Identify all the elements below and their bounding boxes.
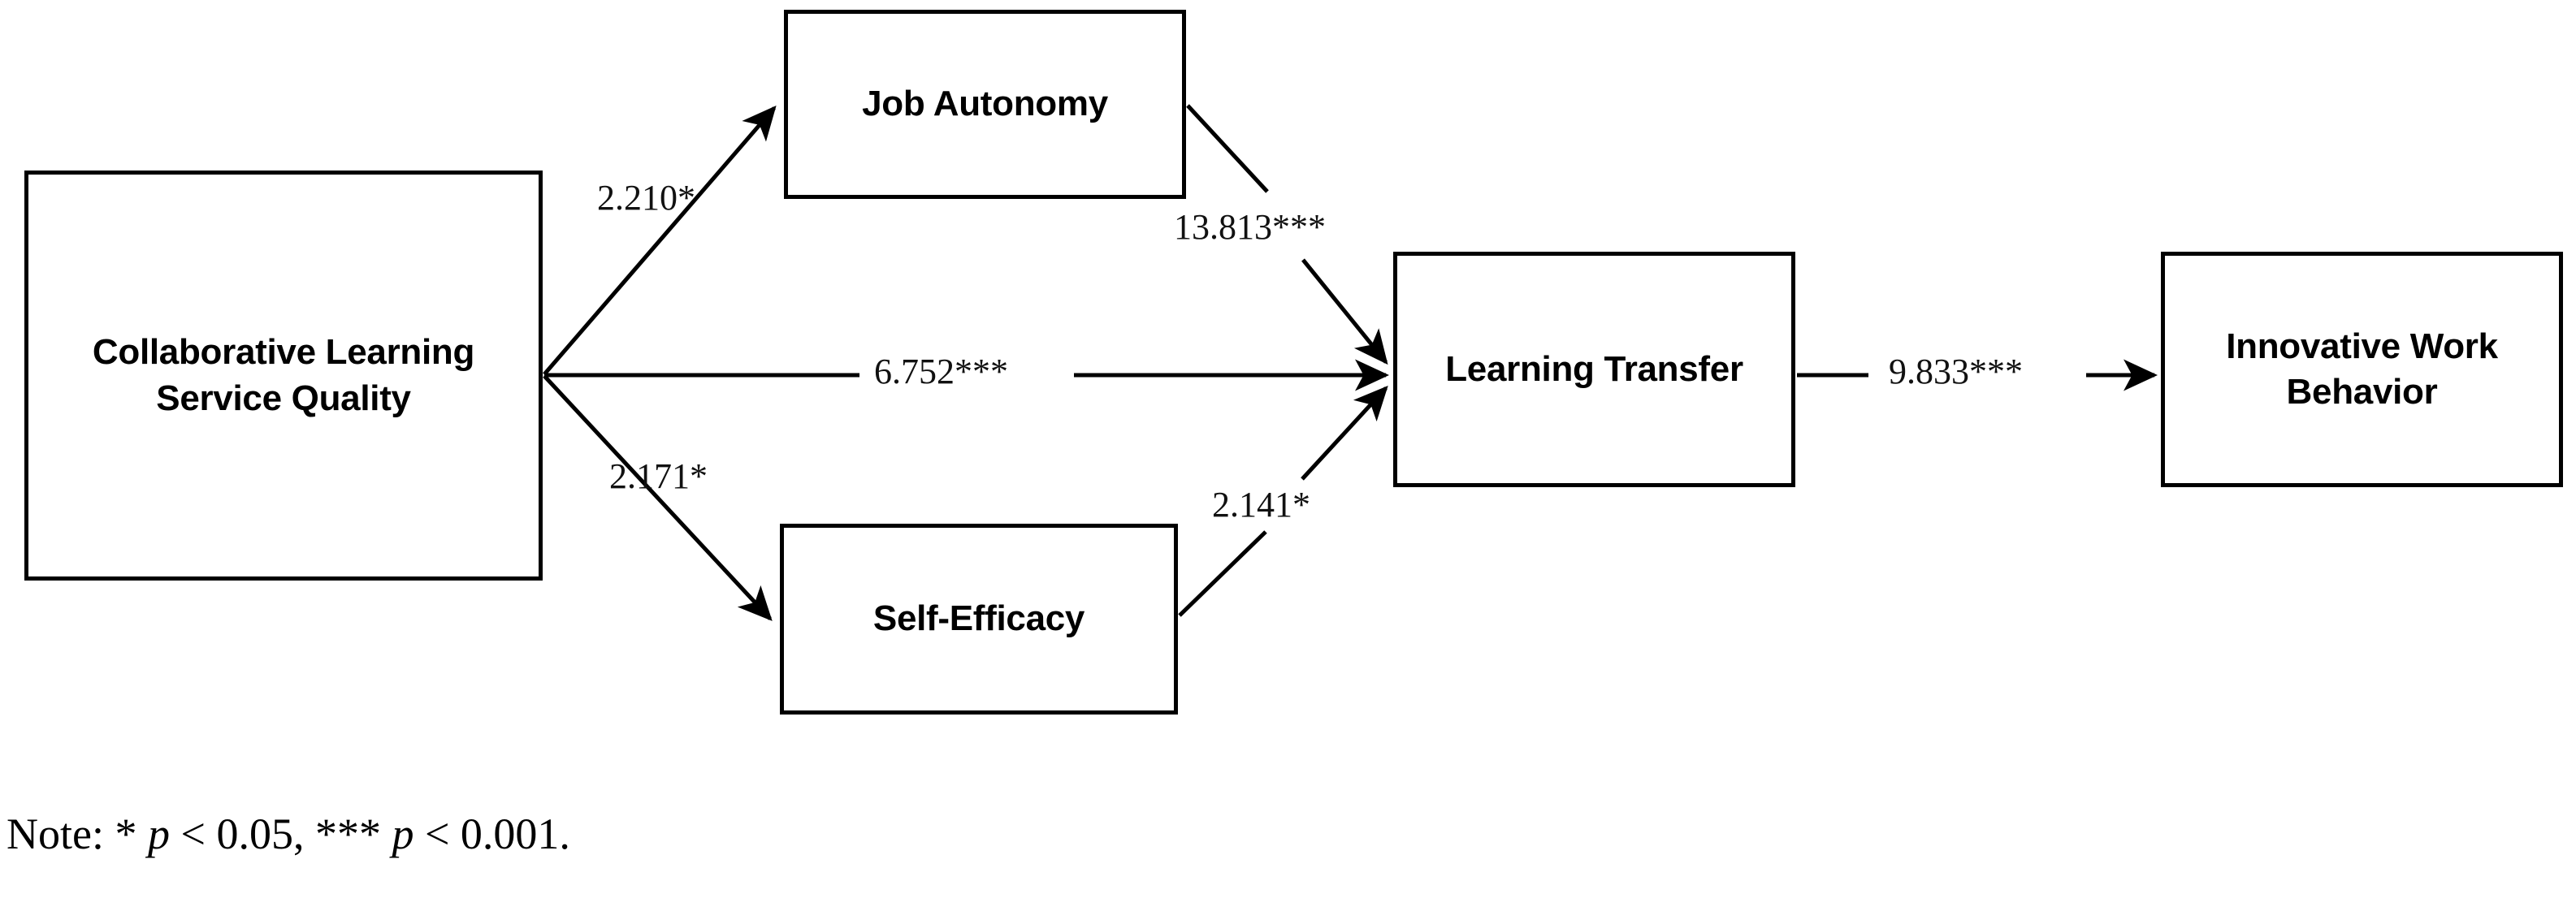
node-label-learning-transfer: Learning Transfer	[1445, 348, 1743, 389]
node-learning-transfer[interactable]: Learning Transfer	[1393, 252, 1795, 487]
node-self-efficacy[interactable]: Self-Efficacy	[780, 524, 1178, 715]
node-label-collaborative-learning-service-quality: Collaborative Learning Service Quality	[92, 332, 475, 418]
edge-job-autonomy-to-learning-transfer-upper	[1186, 104, 1269, 193]
note-threshold-two: < 0.001.	[413, 810, 570, 858]
note-p-one: p	[147, 810, 170, 858]
edge-job-autonomy-to-learning-transfer-lower	[1301, 258, 1388, 365]
node-collaborative-learning-service-quality[interactable]: Collaborative Learning Service Quality	[24, 171, 543, 581]
figure-note: Note: * p < 0.05, *** p < 0.001.	[6, 812, 570, 856]
edge-clsq-to-job-autonomy	[543, 105, 777, 376]
note-prefix: Note:	[6, 810, 115, 858]
path-label-clsq-to-learning-transfer: 6.752***	[874, 352, 1008, 391]
node-label-self-efficacy: Self-Efficacy	[872, 598, 1085, 639]
note-star-one: *	[115, 810, 148, 858]
edge-clsq-to-self-efficacy	[543, 374, 773, 621]
note-threshold-one: < 0.05,	[169, 810, 315, 858]
path-label-job-autonomy-to-learning-transfer: 13.813***	[1174, 207, 1326, 247]
node-innovative-work-behavior[interactable]: Innovative Work Behavior	[2161, 252, 2563, 487]
path-label-learning-transfer-to-innovative-work-behavior: 9.833***	[1889, 352, 2023, 391]
path-label-clsq-to-job-autonomy: 2.210*	[597, 178, 695, 218]
node-label-job-autonomy: Job Autonomy	[862, 84, 1108, 124]
edge-self-efficacy-to-learning-transfer-upper	[1301, 386, 1388, 481]
note-star-three: ***	[314, 810, 392, 858]
note-p-two: p	[392, 810, 414, 858]
node-label-innovative-work-behavior: Innovative Work Behavior	[2226, 326, 2498, 412]
path-label-clsq-to-self-efficacy: 2.171*	[609, 456, 708, 496]
node-job-autonomy[interactable]: Job Autonomy	[784, 10, 1186, 199]
edge-self-efficacy-to-learning-transfer-lower	[1178, 530, 1267, 617]
path-label-self-efficacy-to-learning-transfer: 2.141*	[1212, 485, 1310, 525]
